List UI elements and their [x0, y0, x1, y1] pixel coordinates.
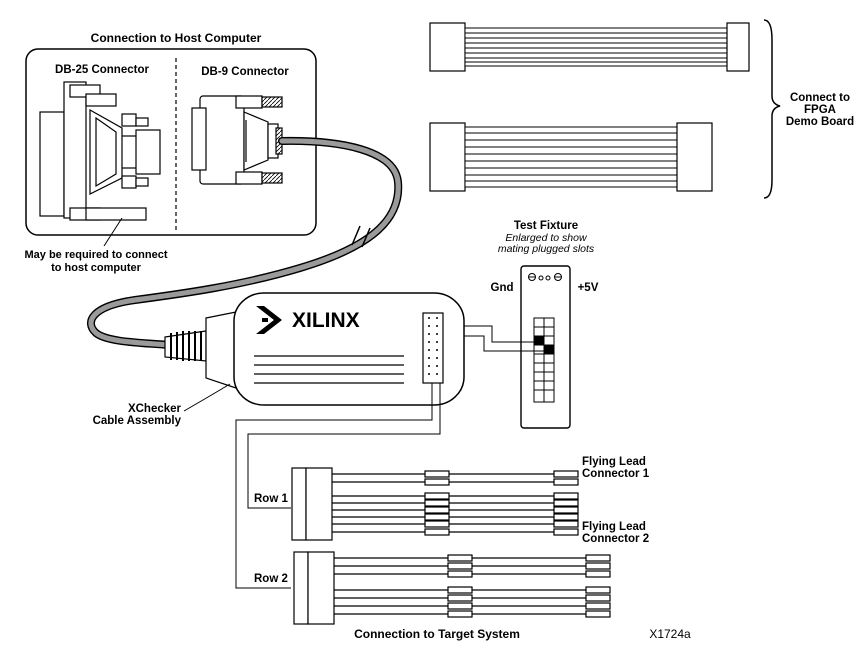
db9-label: DB-9 Connector — [201, 66, 289, 78]
flying-lead2-line1: Flying Lead — [582, 521, 646, 533]
host-connection-group: Connection to Host Computer DB-25 Connec… — [24, 31, 317, 274]
xilinx-logo-icon — [256, 306, 282, 334]
host-note-line1: May be required to connect — [24, 249, 167, 261]
pod-label-line1: XChecker — [128, 403, 182, 415]
db9-connector-icon — [191, 95, 283, 185]
pod-header-pins — [428, 317, 438, 375]
flying-lead2-line2: Connector 2 — [582, 533, 649, 545]
row1-leads — [332, 470, 579, 536]
fixture-title: Test Fixture — [514, 220, 578, 232]
cable-break-mark — [351, 225, 371, 248]
target-caption: Connection to Target System — [354, 627, 520, 641]
serial-cable — [88, 138, 401, 348]
fpga-ribbon-cable-2 — [429, 122, 713, 192]
gnd-label: Gnd — [491, 282, 514, 294]
figure-id: X1724a — [649, 627, 691, 641]
fixture-subtitle-line1: Enlarged to show — [505, 232, 588, 244]
row1-connector — [291, 467, 333, 541]
host-connection-title: Connection to Host Computer — [91, 31, 262, 45]
row2-connector — [293, 551, 335, 625]
test-fixture-group: Test Fixture Enlarged to show mating plu… — [491, 220, 599, 429]
db25-connector-icon — [39, 81, 161, 221]
xchecker-pod: XILINX — [164, 292, 465, 406]
row2-label: Row 2 — [254, 573, 288, 585]
fixture-screw-icons — [528, 273, 562, 281]
db25-label: DB-25 Connector — [55, 64, 149, 76]
vcc-label: +5V — [578, 282, 599, 294]
host-note-leader — [103, 217, 123, 247]
pod-vent-lines — [254, 355, 404, 384]
fpga-brace — [763, 19, 781, 199]
pod-header-connector — [422, 312, 444, 384]
target-wires — [235, 383, 441, 589]
fixture-socket-grid — [533, 317, 555, 403]
fixture-subtitle-line2: mating plugged slots — [498, 243, 595, 255]
fpga-label-line1: Connect to — [790, 92, 850, 104]
fpga-label-line2: FPGA — [804, 104, 836, 116]
xilinx-logo-text: XILINX — [292, 309, 360, 332]
flying-lead1-line2: Connector 1 — [582, 468, 650, 480]
fpga-label-line3: Demo Board — [786, 116, 854, 128]
host-note-line2: to host computer — [51, 262, 142, 274]
fpga-ribbon-cable-1 — [429, 22, 750, 72]
flying-lead1-line1: Flying Lead — [582, 456, 646, 468]
pod-label-line2: Cable Assembly — [93, 415, 182, 427]
row2-leads — [334, 554, 611, 618]
pod-label-leader — [183, 383, 231, 412]
row1-label: Row 1 — [254, 493, 288, 505]
